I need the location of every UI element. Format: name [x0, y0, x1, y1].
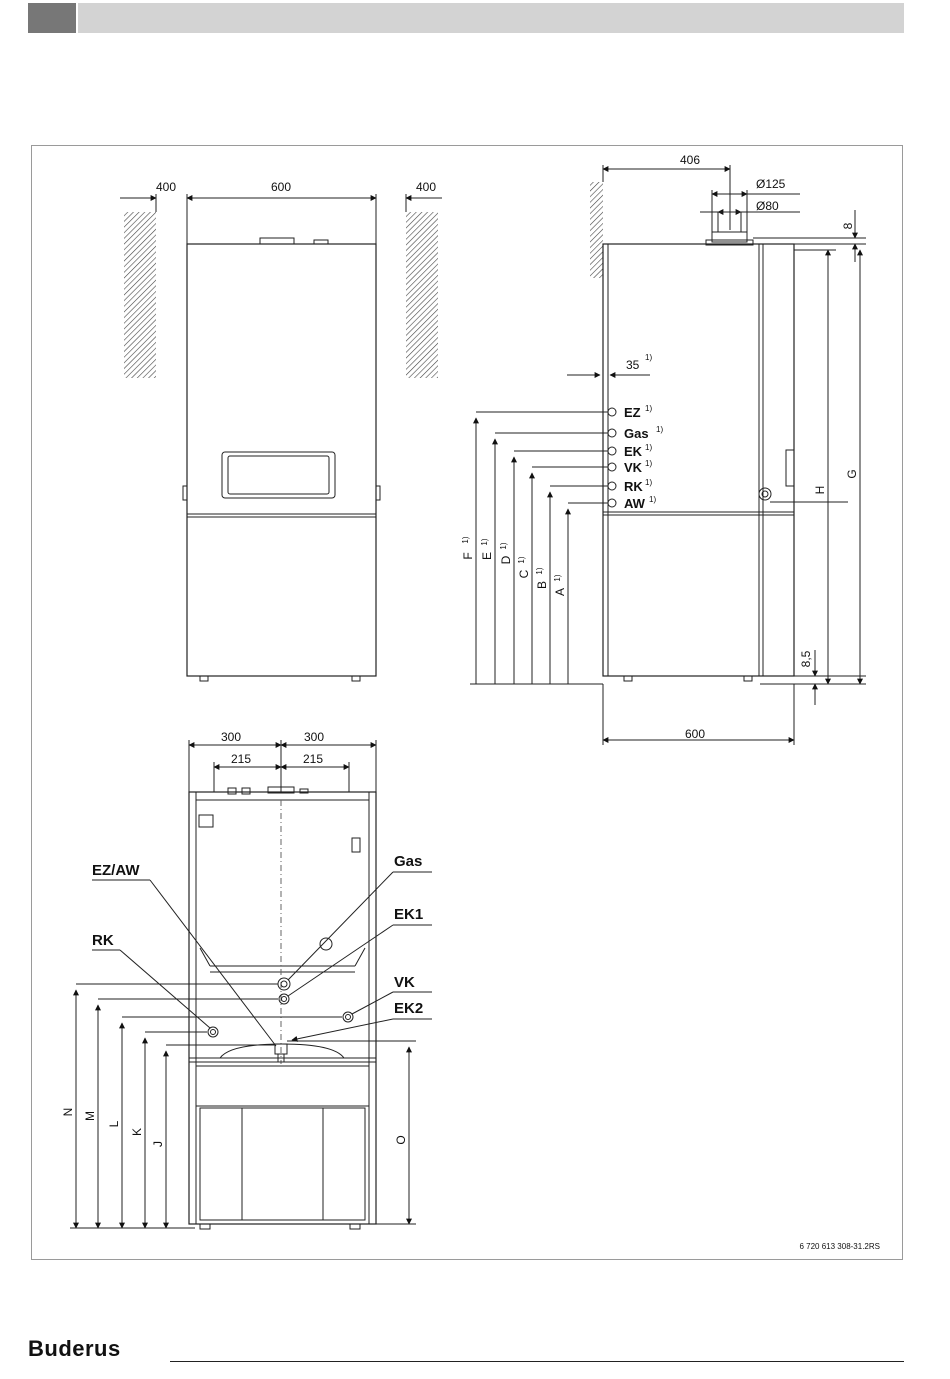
dim-side-depth-bottom: 600 [685, 727, 705, 741]
svg-text:1): 1) [480, 538, 489, 545]
svg-text:1): 1) [553, 574, 562, 581]
height-m: M [83, 1111, 97, 1121]
conn-ek: EK [624, 444, 643, 459]
dim-inner-left: 215 [231, 752, 251, 766]
height-h: H [813, 486, 827, 495]
height-l: L [107, 1120, 121, 1127]
svg-text:1): 1) [645, 478, 652, 487]
conn-vk: VK [624, 460, 643, 475]
svg-text:1): 1) [535, 567, 544, 574]
dim-inner-right: 215 [303, 752, 323, 766]
side-height-labels: F 1) E 1) D 1) C 1) B 1) A 1) H G [461, 469, 859, 596]
footnote-35: 1) [645, 353, 652, 362]
svg-text:1): 1) [461, 536, 470, 543]
svg-text:1): 1) [645, 443, 652, 452]
height-n: N [61, 1108, 75, 1117]
dim-side-depth-top: 406 [680, 153, 700, 167]
control-panel [222, 452, 335, 498]
callout-rk: RK [92, 932, 114, 949]
bottom-view [70, 740, 432, 1229]
callout-vk: VK [394, 974, 415, 991]
height-k: K [130, 1128, 144, 1136]
svg-text:1): 1) [517, 556, 526, 563]
conn-rk: RK [624, 479, 643, 494]
dim-front-width: 600 [271, 180, 291, 194]
bottom-callouts: EZ/AW RK Gas EK1 VK EK2 [92, 853, 423, 1017]
front-body [187, 244, 376, 676]
right-wall-hatch [406, 212, 438, 378]
height-c: C [517, 569, 531, 578]
side-connections [608, 408, 616, 507]
dim-foot-height: 8,5 [799, 650, 813, 667]
height-b: B [535, 581, 549, 589]
height-a: A [553, 588, 567, 596]
height-j: J [151, 1141, 165, 1147]
dim-half-right: 300 [304, 730, 324, 744]
left-wall-hatch [124, 212, 156, 378]
front-view [120, 194, 442, 681]
callout-ek2: EK2 [394, 1000, 423, 1017]
dim-left-clearance: 400 [156, 180, 176, 194]
bottom-height-labels: N M L K J O [61, 1108, 408, 1147]
dim-flue-outer: Ø125 [756, 177, 786, 191]
callout-gas: Gas [394, 853, 422, 870]
dim-right-clearance: 400 [416, 180, 436, 194]
height-f: F [461, 552, 475, 559]
figure-reference: 6 720 613 308-31.2RS [799, 1242, 880, 1251]
height-e: E [480, 552, 494, 560]
conn-ez: EZ [624, 405, 641, 420]
conn-gas: Gas [624, 426, 649, 441]
svg-text:1): 1) [645, 404, 652, 413]
svg-text:1): 1) [649, 495, 656, 504]
svg-text:1): 1) [645, 459, 652, 468]
rear-wall-hatch [590, 182, 603, 278]
height-d: D [499, 555, 513, 564]
callout-ek1: EK1 [394, 906, 423, 923]
bottom-body [189, 792, 376, 1224]
height-o: O [394, 1135, 408, 1144]
dim-offset-35: 35 [626, 358, 640, 372]
side-connection-labels: EZ 1) Gas 1) EK 1) VK 1) RK 1) AW 1) [624, 404, 663, 511]
callout-ez-aw: EZ/AW [92, 862, 140, 879]
footer-rule [170, 1361, 904, 1362]
svg-text:1): 1) [499, 542, 508, 549]
brand-logo: Buderus [28, 1336, 121, 1362]
dim-top-offset: 8 [841, 222, 855, 229]
dim-flue-inner: Ø80 [756, 199, 779, 213]
conn-aw: AW [624, 496, 646, 511]
svg-text:1): 1) [656, 425, 663, 434]
dim-half-left: 300 [221, 730, 241, 744]
height-g: G [845, 469, 859, 478]
